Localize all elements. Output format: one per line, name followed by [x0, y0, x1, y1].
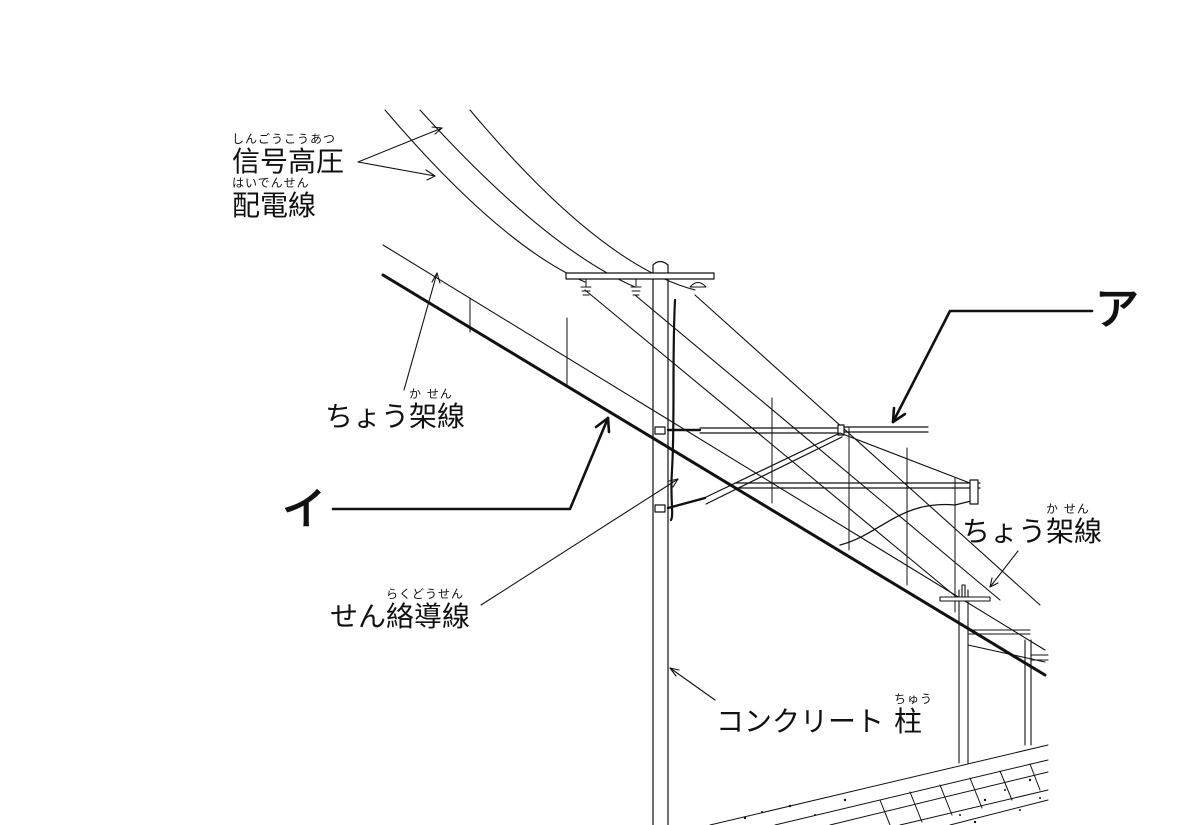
ruby-feeder: らくどうせん: [386, 587, 465, 601]
label-signal-line-1: しんごうこうあつ 信号高圧: [232, 133, 344, 176]
label-concrete-pole: コンクリートちゅう柱: [716, 693, 933, 736]
droppers: [469, 297, 956, 613]
pole-kanji-group: ちゅう柱: [894, 693, 933, 736]
railway-track: [709, 744, 1049, 825]
ruby-signal-1: しんごうこうあつ: [232, 132, 337, 146]
insulators: [580, 278, 707, 296]
distant-poles: [939, 584, 1049, 764]
messenger-wire: [382, 244, 1046, 651]
messenger-right-kanji-group: か せん架線: [1046, 503, 1102, 546]
feeder-curve: [839, 499, 976, 546]
text-pole-kanji: 柱: [894, 705, 923, 738]
ballast-dots: [743, 778, 1041, 824]
cantilever-lower: [654, 432, 981, 513]
ruby-messenger-left: か せん: [409, 387, 453, 401]
cantilever-upper: [654, 424, 976, 486]
leader-arrows: [357, 126, 1019, 701]
text-signal-1: 信号高圧: [232, 145, 345, 178]
text-messenger-right-kanji: 架線: [1046, 515, 1103, 548]
text-feeder-prefix: せん: [330, 600, 387, 633]
callout-a: ア: [1095, 284, 1139, 335]
text-messenger-right-prefix: ちょう: [962, 515, 1047, 548]
text-feeder-kanji: 絡導線: [386, 600, 471, 633]
label-signal-line-2: はいでんせん 配電線: [232, 177, 316, 220]
label-feeder: せんらくどうせん絡導線: [330, 588, 470, 631]
feeder-kanji-group: らくどうせん絡導線: [386, 588, 470, 631]
label-messenger-right: ちょうか せん架線: [962, 503, 1102, 546]
ruby-signal-2: はいでんせん: [232, 176, 310, 190]
callout-i-leader: [331, 416, 611, 511]
ruby-pole: ちゅう: [894, 692, 934, 706]
text-messenger-left-prefix: ちょう: [325, 400, 410, 433]
messenger-left-kanji-group: か せん架線: [409, 388, 465, 431]
callout-a-leader: [891, 309, 1094, 424]
label-messenger-left: ちょうか せん架線: [325, 388, 465, 431]
ruby-messenger-right: か せん: [1046, 502, 1090, 516]
text-signal-2: 配電線: [232, 189, 317, 222]
callout-i: イ: [282, 484, 326, 535]
text-pole-prefix: コンクリート: [716, 705, 885, 738]
text-messenger-left-kanji: 架線: [409, 400, 466, 433]
concrete-pole: [565, 260, 715, 825]
signal-wires: [384, 109, 1041, 606]
contact-wire: [381, 273, 1047, 677]
